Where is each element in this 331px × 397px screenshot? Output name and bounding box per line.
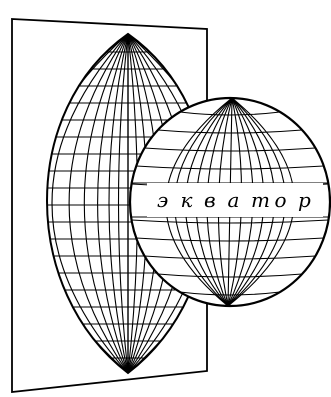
equator-label-letter: о [275, 188, 287, 212]
equator-label-letter: р [298, 188, 311, 212]
equator-label-letter: а [228, 188, 240, 212]
equator-label-letter: в [204, 188, 216, 212]
equator-label-letter: э [157, 188, 168, 212]
equator-label-letter: к [181, 188, 193, 212]
equator-label-letter: т [251, 188, 270, 212]
